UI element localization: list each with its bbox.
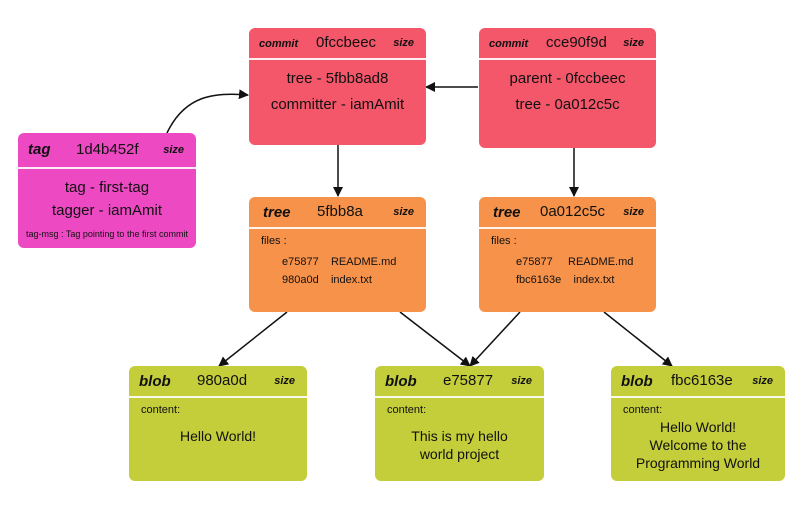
- blob-sha: 980a0d: [197, 372, 248, 389]
- edge-tree1-to-blob2: [399, 311, 471, 367]
- edge-tree1-to-blob1: [218, 311, 288, 367]
- tree-header: tree 5fbb8a size: [249, 197, 426, 227]
- content-line: Programming World: [635, 455, 761, 471]
- node-size-label: size: [623, 206, 644, 218]
- content-label: content:: [141, 404, 181, 416]
- node-kind-label: tree: [493, 204, 521, 221]
- edge-tree2-to-blob3: [603, 311, 673, 367]
- files-label: files :: [491, 235, 517, 247]
- commit-tree-line: tree - 0a012c5c: [515, 96, 620, 113]
- tree-node-5fbb8a[interactable]: tree 5fbb8a size files : e75877 README.m…: [249, 197, 426, 312]
- commit-parent-line: parent - 0fccbeec: [509, 70, 626, 87]
- header-divider: [249, 227, 426, 229]
- content-label: content:: [623, 404, 663, 416]
- blob-sha: fbc6163e: [671, 372, 733, 389]
- node-kind-label: commit: [259, 38, 299, 50]
- node-kind-label: blob: [621, 373, 653, 390]
- content-line: Welcome to the: [649, 437, 747, 453]
- content-line: This is my hello: [411, 428, 508, 444]
- node-kind-label: blob: [385, 373, 417, 390]
- node-size-label: size: [163, 144, 184, 156]
- tree-sha: 0a012c5c: [540, 203, 606, 220]
- tag-sha: 1d4b452f: [76, 141, 139, 158]
- commit-header: commit 0fccbeec size: [249, 28, 426, 58]
- header-divider: [479, 58, 656, 60]
- content-label: content:: [387, 404, 427, 416]
- header-divider: [375, 396, 544, 398]
- content-line: Hello World!: [660, 419, 736, 435]
- blob-header: blob 980a0d size: [129, 366, 307, 396]
- blob-sha: e75877: [443, 372, 494, 389]
- file-row: e75877 README.md: [282, 256, 396, 268]
- tree-sha: 5fbb8a: [317, 203, 363, 220]
- blob-content: Hello World!: [129, 427, 307, 445]
- blob-content: Hello World! Welcome to the Programming …: [611, 418, 785, 472]
- commit-header: commit cce90f9d size: [479, 28, 656, 58]
- node-size-label: size: [752, 375, 773, 387]
- blob-header: blob fbc6163e size: [611, 366, 785, 396]
- tag-message-line: tag-msg : Tag pointing to the first comm…: [26, 229, 188, 239]
- file-sha: e75877: [516, 256, 553, 268]
- blob-node-fbc6163e[interactable]: blob fbc6163e size content: Hello World!…: [611, 366, 785, 481]
- tree-node-0a012c5c[interactable]: tree 0a012c5c size files : e75877 README…: [479, 197, 656, 312]
- node-kind-label: blob: [139, 373, 171, 390]
- node-size-label: size: [274, 375, 295, 387]
- node-size-label: size: [511, 375, 532, 387]
- file-name: README.md: [330, 256, 397, 268]
- tag-name-line: tag - first-tag: [64, 179, 150, 196]
- file-name: index.txt: [573, 274, 615, 286]
- node-size-label: size: [623, 37, 644, 49]
- node-kind-label: tag: [28, 141, 51, 158]
- tag-tagger-line: tagger - iamAmit: [51, 202, 163, 219]
- content-line: world project: [419, 446, 500, 462]
- commit-node-0fccbeec[interactable]: commit 0fccbeec size tree - 5fbb8ad8 com…: [249, 28, 426, 145]
- files-label: files :: [261, 235, 287, 247]
- node-kind-label: tree: [263, 204, 291, 221]
- header-divider: [479, 227, 656, 229]
- tag-node-1d4b452f[interactable]: tag 1d4b452f size tag - first-tag tagger…: [18, 133, 196, 248]
- file-name: index.txt: [330, 274, 372, 286]
- commit-committer-line: committer - iamAmit: [270, 96, 405, 113]
- header-divider: [18, 167, 196, 169]
- commit-sha: cce90f9d: [546, 34, 607, 51]
- file-row: e75877 README.md: [516, 256, 633, 268]
- node-kind-label: commit: [489, 38, 529, 50]
- blob-node-e75877[interactable]: blob e75877 size content: This is my hel…: [375, 366, 544, 481]
- blob-content: This is my hello world project: [375, 427, 544, 463]
- commit-node-cce90f9d[interactable]: commit cce90f9d size parent - 0fccbeec t…: [479, 28, 656, 148]
- header-divider: [129, 396, 307, 398]
- blob-node-980a0d[interactable]: blob 980a0d size content: Hello World!: [129, 366, 307, 481]
- tree-header: tree 0a012c5c size: [479, 197, 656, 227]
- tag-header: tag 1d4b452f size: [18, 133, 196, 163]
- commit-tree-line: tree - 5fbb8ad8: [286, 70, 389, 87]
- header-divider: [611, 396, 785, 398]
- file-row: fbc6163e index.txt: [516, 274, 614, 286]
- commit-sha: 0fccbeec: [316, 34, 377, 51]
- blob-header: blob e75877 size: [375, 366, 544, 396]
- node-size-label: size: [393, 37, 414, 49]
- file-sha: 980a0d: [282, 274, 319, 286]
- edge-tree2-to-blob2: [469, 311, 521, 367]
- header-divider: [249, 58, 426, 60]
- edge-tag-to-commit: [166, 89, 249, 134]
- content-line: Hello World!: [180, 428, 256, 444]
- file-sha: e75877: [282, 256, 319, 268]
- file-row: 980a0d index.txt: [282, 274, 372, 286]
- file-name: README.md: [568, 256, 634, 268]
- node-size-label: size: [393, 206, 414, 218]
- file-sha: fbc6163e: [516, 274, 562, 286]
